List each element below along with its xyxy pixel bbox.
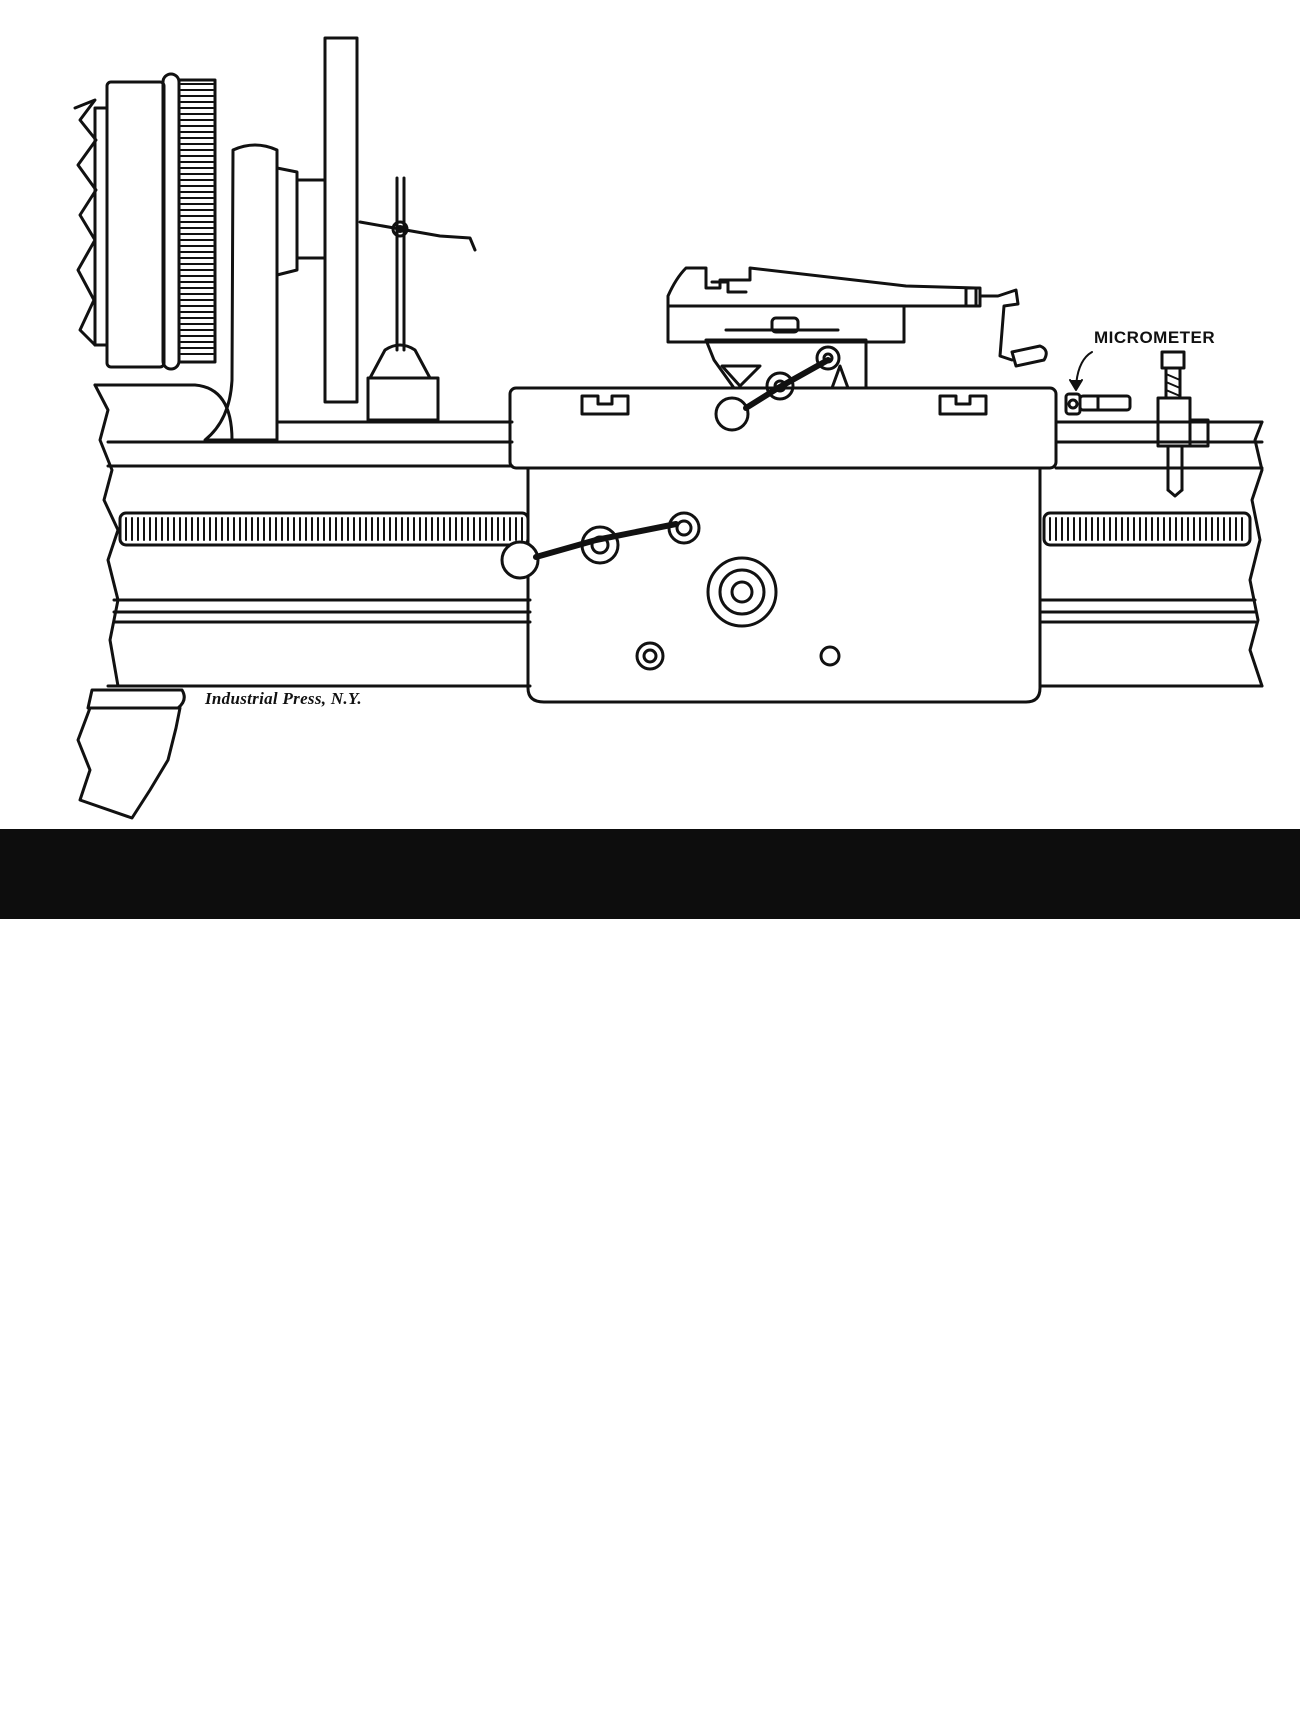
alamy-logo: alamy [50,1672,188,1728]
apron-handwheel [706,556,778,628]
spindle-nose [295,178,327,260]
cone-pulley [105,80,166,369]
stock-photo-footer: alamy PBN703 www.alamy.com [0,829,1300,1728]
apron [526,466,1042,704]
rack-teeth [125,517,1243,541]
site-url: www.alamy.com [1110,1707,1246,1728]
lathe-drawing [73,36,1264,820]
image-id: PBN703 [1175,1677,1246,1698]
compound-base [666,304,906,344]
gear-teeth [180,83,214,355]
leg-top [86,688,186,710]
leg [76,706,182,820]
publisher-credit: Industrial Press, N.Y. [205,689,362,708]
cross-slide [704,338,868,390]
indicator-stand [358,176,477,422]
compound-rest [666,266,1048,390]
micrometer-stop [1064,350,1210,498]
lathe-diagram: MICROMETER Industrial Press, N.Y. [0,0,1300,829]
micrometer-label: MICROMETER [1094,328,1216,347]
headstock-housing [93,106,109,347]
spindle-gear [177,78,217,364]
carriage [500,345,1058,704]
faceplate [323,36,359,404]
lathe-bed [76,383,1264,820]
spindle-collar [275,166,299,277]
headstock [73,36,359,442]
tool-post [666,266,978,308]
rack-right [1042,511,1252,547]
headstock-column [203,143,279,442]
